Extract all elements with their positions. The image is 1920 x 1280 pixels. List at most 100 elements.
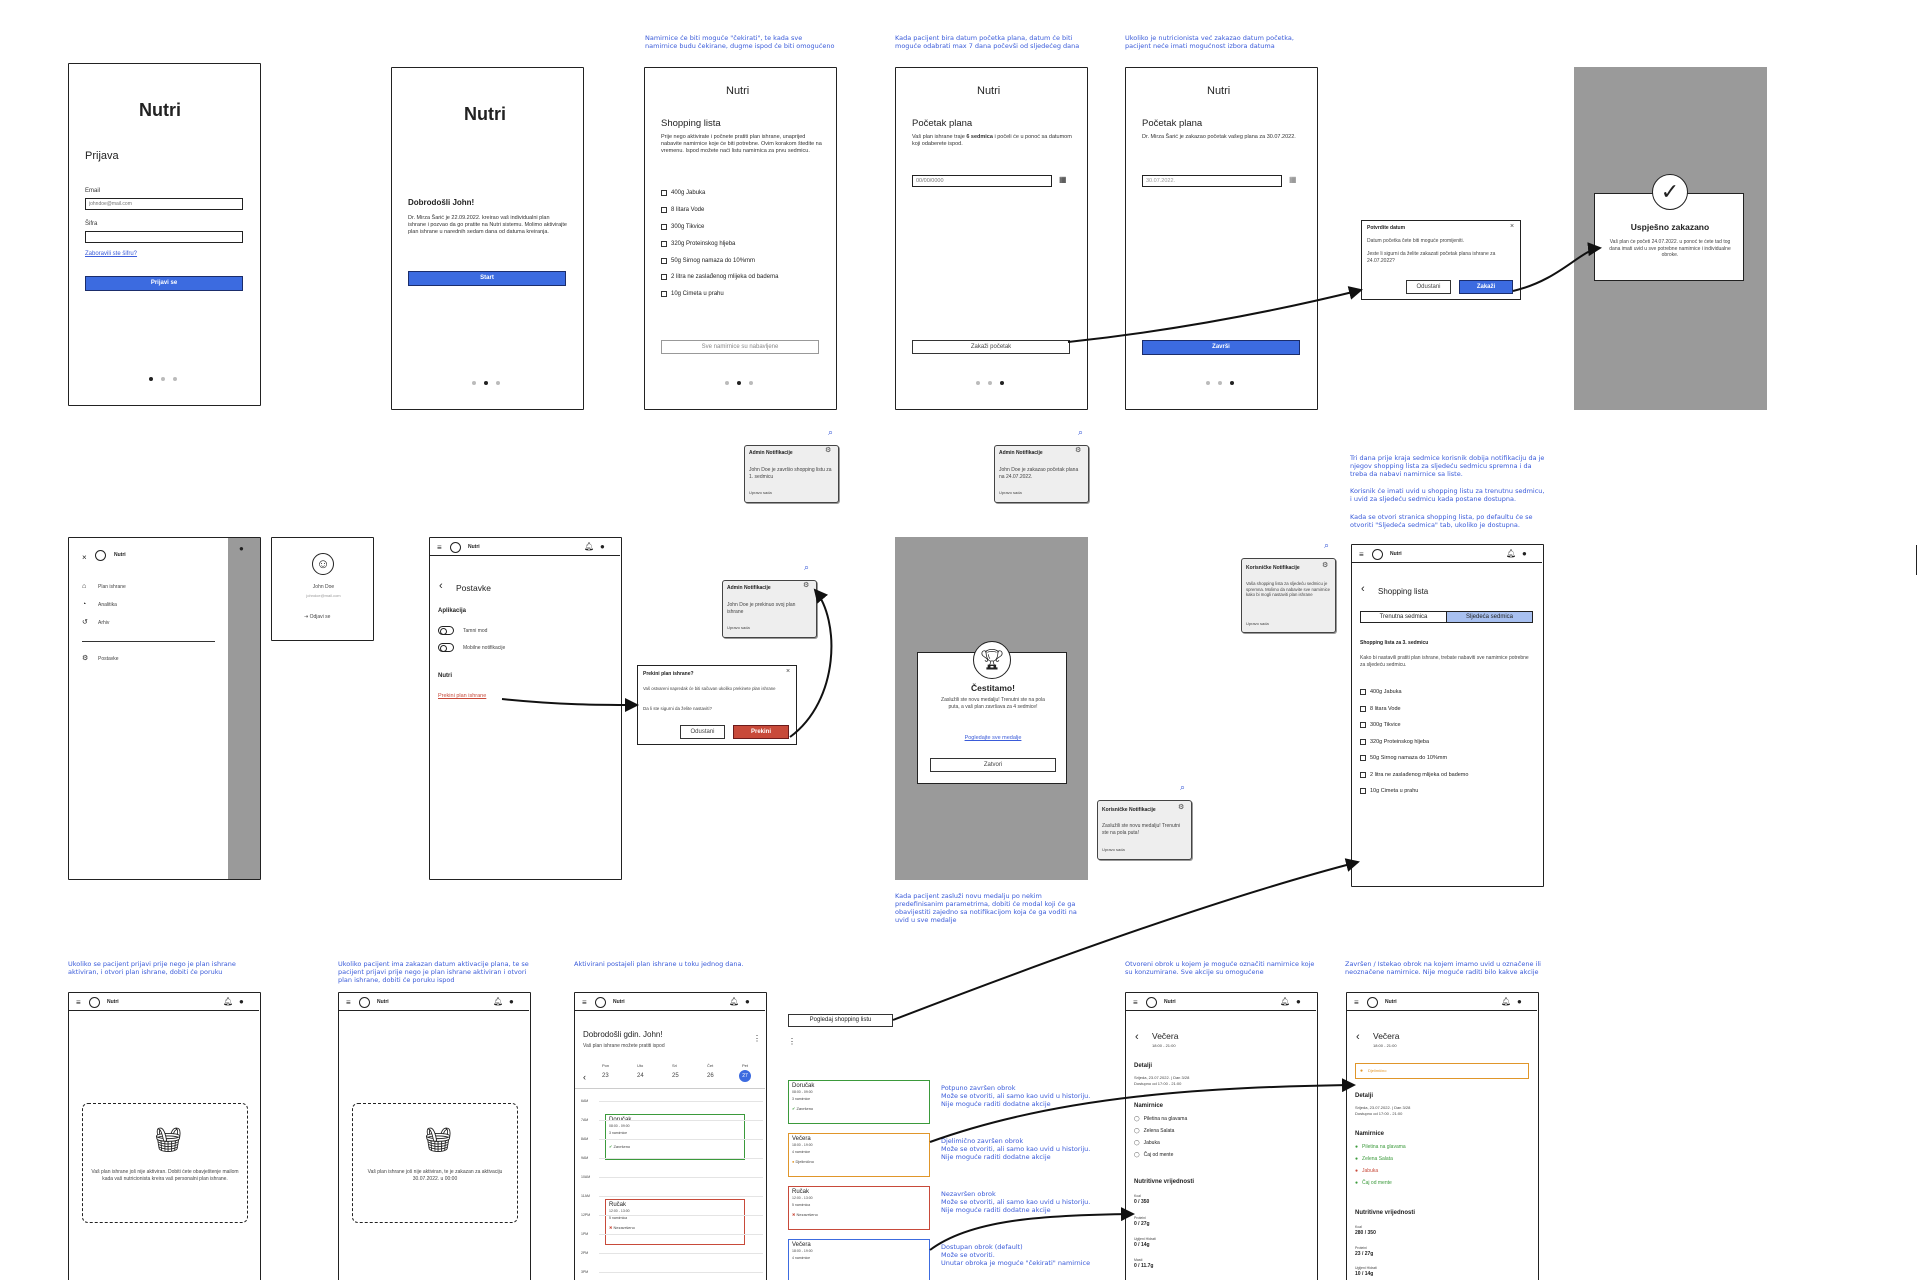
chevron-left-icon[interactable]: ‹ xyxy=(583,1072,586,1082)
checkbox[interactable] xyxy=(1360,772,1366,778)
list-item[interactable]: 10g Cimeta u prahu xyxy=(661,291,724,297)
bell-icon[interactable]: 🔔︎ xyxy=(584,542,595,551)
close-icon[interactable]: × xyxy=(786,668,791,675)
menu-item-analytics[interactable]: Analitika xyxy=(98,602,117,608)
confirm-button[interactable]: Zakaži xyxy=(1459,280,1513,294)
more-icon[interactable]: ⋮ xyxy=(788,1037,796,1046)
list-item[interactable]: 320g Proteinskog hljeba xyxy=(661,241,735,247)
logout-button[interactable]: ⇥ Odjavi se xyxy=(304,614,331,620)
checkbox[interactable] xyxy=(1360,739,1366,745)
back-icon[interactable]: ‹ xyxy=(1135,1031,1139,1043)
avatar-icon[interactable]: ● xyxy=(1522,549,1527,558)
close-icon[interactable]: × xyxy=(1510,223,1515,230)
hamburger-icon[interactable]: ≡ xyxy=(582,998,587,1007)
checkbox[interactable] xyxy=(661,207,667,213)
checkbox[interactable] xyxy=(1360,788,1366,794)
checkbox[interactable] xyxy=(1360,755,1366,761)
more-icon[interactable]: ⋮ xyxy=(753,1034,761,1043)
mobile-notifications-toggle[interactable] xyxy=(438,643,454,652)
hamburger-icon[interactable]: ≡ xyxy=(1354,998,1359,1007)
avatar-icon[interactable]: ● xyxy=(1296,997,1301,1006)
menu-item-settings[interactable]: Postavke xyxy=(98,656,119,662)
list-item[interactable]: 10g Cimeta u prahu xyxy=(1360,788,1418,794)
cancel-button[interactable]: Odustani xyxy=(680,725,725,739)
hamburger-icon[interactable]: ≡ xyxy=(437,543,442,552)
checkbox[interactable] xyxy=(661,258,667,264)
date-input[interactable] xyxy=(912,175,1052,187)
menu-item-plan[interactable]: Plan ishrane xyxy=(98,584,126,590)
bell-icon[interactable]: 🔔︎ xyxy=(223,997,234,1006)
list-item[interactable]: 50g Sirnog namaza do 10%mm xyxy=(661,258,755,264)
avatar-icon[interactable]: ● xyxy=(745,997,750,1006)
avatar-icon[interactable]: ● xyxy=(600,542,605,551)
ingredient-item[interactable]: ◯Piletina na glavama xyxy=(1134,1116,1188,1122)
list-item[interactable]: 320g Proteinskog hljeba xyxy=(1360,739,1429,745)
list-item[interactable]: 300g Tikvice xyxy=(1360,722,1401,728)
menu-item-archive[interactable]: Arhiv xyxy=(98,620,110,626)
schedule-start-button[interactable]: Zakaži početak xyxy=(912,340,1070,354)
start-button[interactable]: Start xyxy=(408,271,566,286)
bell-icon[interactable]: 🔔︎ xyxy=(729,997,740,1006)
bell-icon[interactable]: 🔔︎ xyxy=(1501,997,1512,1006)
list-item[interactable]: 8 litara Vode xyxy=(1360,706,1401,712)
hamburger-icon[interactable]: ≡ xyxy=(346,998,351,1007)
hamburger-icon[interactable]: ≡ xyxy=(76,998,81,1007)
checkbox-circle[interactable]: ◯ xyxy=(1134,1152,1140,1158)
back-icon[interactable]: ‹ xyxy=(1356,1031,1360,1043)
back-icon[interactable]: ‹ xyxy=(439,580,443,592)
day-date-selected[interactable]: 27 xyxy=(739,1070,751,1082)
checkbox[interactable] xyxy=(1360,706,1366,712)
email-field[interactable] xyxy=(85,198,243,210)
all-bought-button[interactable]: Sve namirnice su nabavljene xyxy=(661,340,819,354)
checkbox[interactable] xyxy=(661,224,667,230)
list-item[interactable]: 400g Jabuka xyxy=(1360,689,1402,695)
tab-next-week[interactable]: Sljedeća sedmica xyxy=(1446,611,1533,623)
avatar-icon[interactable]: ● xyxy=(239,544,244,553)
finish-button[interactable]: Završi xyxy=(1142,340,1300,355)
bell-icon[interactable]: 🔔︎ xyxy=(1280,997,1291,1006)
password-field[interactable] xyxy=(85,231,243,243)
hamburger-icon[interactable]: ≡ xyxy=(1359,550,1364,559)
checkbox[interactable] xyxy=(1360,689,1366,695)
calendar-icon[interactable]: ▦ xyxy=(1059,175,1067,184)
checkbox-circle[interactable]: ◯ xyxy=(1134,1128,1140,1134)
stop-plan-link[interactable]: Prekini plan ishrane xyxy=(438,693,487,699)
ingredient-item[interactable]: ◯Čaj od mente xyxy=(1134,1152,1174,1158)
all-medals-link[interactable]: Pogledajte sve medalje xyxy=(964,735,1022,741)
list-item[interactable]: 8 litara Vode xyxy=(661,207,704,213)
list-item[interactable]: 400g Jabuka xyxy=(661,190,705,196)
list-item[interactable]: 2 litra ne zaslađenog mlijeka od badema xyxy=(661,274,778,280)
stop-button[interactable]: Prekini xyxy=(733,725,789,739)
login-button[interactable]: Prijavi se xyxy=(85,276,243,291)
forgot-password-link[interactable]: Zaboravili ste šifru? xyxy=(85,251,138,257)
checkbox-circle[interactable]: ◯ xyxy=(1134,1140,1140,1146)
avatar-icon[interactable]: ● xyxy=(1517,997,1522,1006)
view-shopping-button[interactable]: Pogledaj shopping listu xyxy=(788,1014,893,1027)
checkbox[interactable] xyxy=(1360,722,1366,728)
avatar-icon[interactable]: ● xyxy=(239,997,244,1006)
checkbox[interactable] xyxy=(661,274,667,280)
list-item[interactable]: 300g Tikvice xyxy=(661,224,704,230)
cancel-button[interactable]: Odustani xyxy=(1406,280,1451,294)
avatar-icon[interactable]: ● xyxy=(509,997,514,1006)
checkbox[interactable] xyxy=(661,291,667,297)
close-icon[interactable]: × xyxy=(82,553,87,562)
checkbox[interactable] xyxy=(661,241,667,247)
back-icon[interactable]: ‹ xyxy=(1361,583,1365,595)
checkbox-circle[interactable]: ◯ xyxy=(1134,1116,1140,1122)
hamburger-icon[interactable]: ≡ xyxy=(1133,998,1138,1007)
bell-icon[interactable]: 🔔︎ xyxy=(493,997,504,1006)
list-item[interactable]: 50g Sirnog namaza do 10%mm xyxy=(1360,755,1447,761)
close-button[interactable]: Zatvori xyxy=(930,758,1056,772)
checkbox[interactable] xyxy=(661,190,667,196)
ingredient-item[interactable]: ◯Zelena Salata xyxy=(1134,1128,1175,1134)
ingredient-item[interactable]: ◯Jabuka xyxy=(1134,1140,1160,1146)
bell-icon[interactable]: 🔔︎ xyxy=(1506,549,1517,558)
meal-card-lunch[interactable]: Ručak 12:00 - 13:00 5 namirnica ✖ Nezavr… xyxy=(605,1199,745,1245)
list-item[interactable]: 2 litra ne zaslađenog mlijeka od bademo xyxy=(1360,772,1468,778)
dark-mode-toggle[interactable] xyxy=(438,626,454,635)
